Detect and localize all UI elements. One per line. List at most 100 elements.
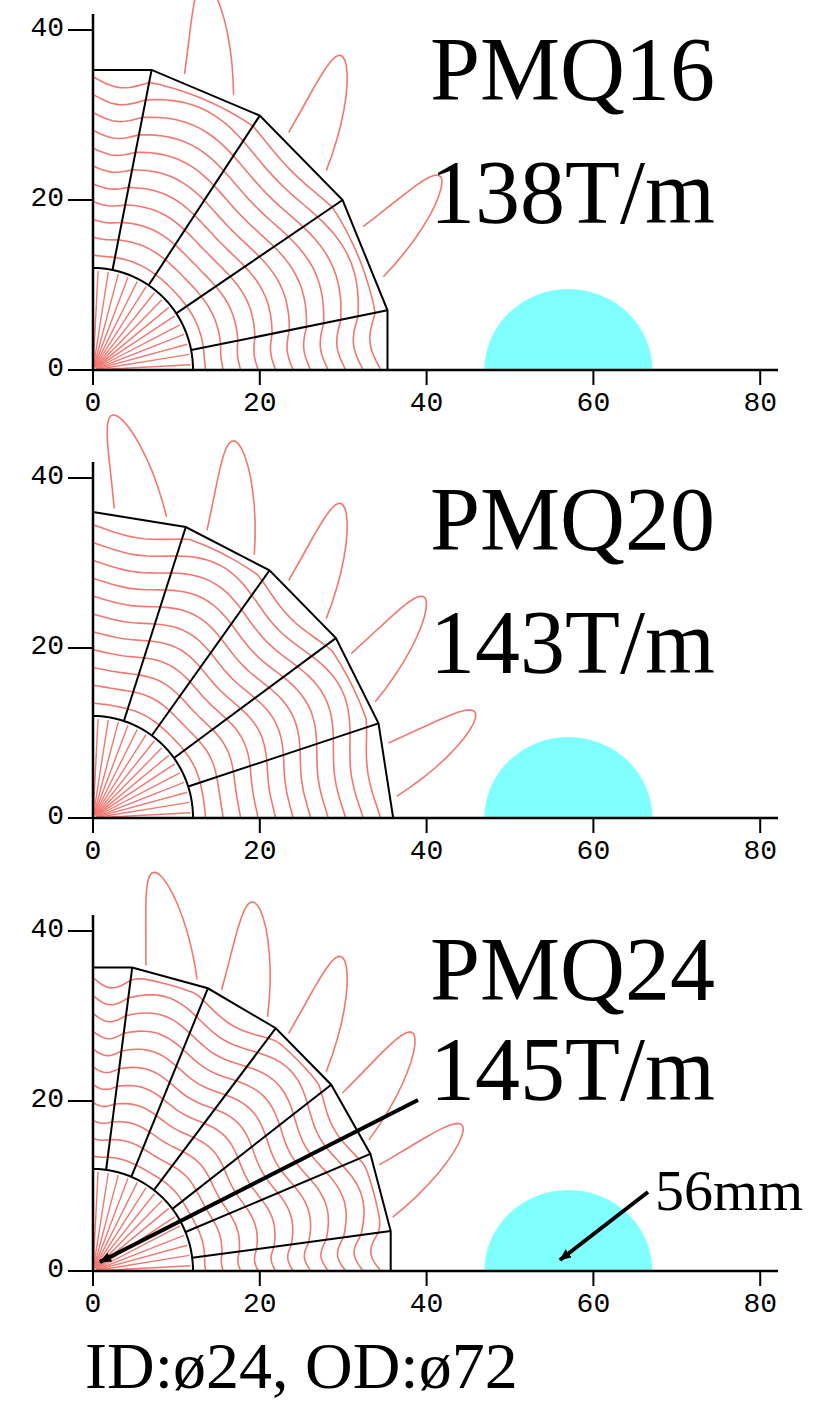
- leader-line: [100, 1100, 418, 1262]
- segment-boundary: [154, 1028, 276, 1190]
- segment-boundary: [172, 1085, 331, 1209]
- y-tick-label: 0: [47, 803, 64, 831]
- field-line: [337, 320, 346, 370]
- field-line: [233, 156, 303, 227]
- magnet-name: PMQ24: [430, 925, 715, 1015]
- field-line: [318, 217, 359, 316]
- x-tick: [426, 818, 428, 833]
- magnet-outline: [93, 968, 391, 1271]
- field-line: [205, 1256, 206, 1271]
- field-line: [93, 560, 171, 573]
- field-line: [312, 656, 350, 733]
- x-tick: [592, 1271, 594, 1286]
- field-line: [143, 1149, 172, 1166]
- y-tick-label: 20: [30, 633, 64, 661]
- y-tick: [68, 29, 93, 31]
- field-line: [93, 632, 149, 641]
- x-axis: [93, 817, 778, 820]
- field-line: [366, 727, 380, 818]
- field-line: [280, 1125, 311, 1179]
- field-line: [155, 624, 211, 653]
- field-line: [93, 1121, 112, 1124]
- field-line: [253, 126, 332, 207]
- bore-field-line: [95, 748, 162, 816]
- field-line: [226, 1095, 266, 1136]
- bore-field-line: [95, 729, 138, 815]
- x-tick-label: 20: [243, 1291, 277, 1319]
- field-line: [93, 596, 160, 607]
- field-line: [245, 267, 272, 334]
- field-line: [201, 296, 220, 344]
- stray-field-loop: [146, 872, 197, 979]
- field-line: [297, 667, 333, 739]
- field-line: [93, 1067, 119, 1073]
- field-line: [200, 783, 206, 819]
- y-tick: [68, 1100, 93, 1102]
- field-line: [115, 1104, 157, 1116]
- x-tick: [592, 818, 594, 833]
- field-line: [139, 675, 180, 696]
- x-tick: [426, 370, 428, 385]
- stray-field-loop: [289, 956, 347, 1071]
- field-line: [142, 117, 233, 156]
- field-line: [93, 996, 128, 1005]
- segment-boundary: [174, 638, 336, 758]
- field-line: [93, 650, 144, 658]
- dimension-label: 56mm: [655, 1162, 803, 1220]
- field-line: [160, 607, 221, 639]
- x-tick-label: 40: [410, 838, 444, 866]
- field-line: [126, 1013, 190, 1033]
- magnet-outline: [93, 512, 393, 818]
- y-tick: [68, 1270, 93, 1272]
- field-line: [211, 653, 255, 698]
- segment-boundary: [191, 310, 387, 350]
- field-line: [185, 230, 231, 276]
- field-line: [118, 240, 165, 260]
- field-line: [327, 1172, 347, 1237]
- field-line: [238, 1251, 241, 1271]
- field-line: [333, 738, 345, 818]
- field-line: [93, 1138, 110, 1140]
- x-tick-label: 20: [243, 838, 277, 866]
- segment-boundary: [152, 570, 270, 735]
- field-line: [93, 255, 115, 257]
- segment-boundary: [176, 200, 342, 313]
- field-line: [93, 148, 136, 155]
- field-line: [289, 237, 324, 323]
- field-line: [241, 709, 267, 761]
- field-line: [227, 719, 250, 766]
- field-line: [93, 703, 128, 709]
- y-tick-label: 40: [30, 916, 64, 944]
- x-tick: [592, 370, 594, 385]
- stray-field-loop: [185, 0, 234, 95]
- field-line: [108, 1157, 136, 1165]
- field-line: [176, 1066, 225, 1095]
- field-line: [156, 1116, 193, 1138]
- field-line: [271, 1247, 276, 1271]
- field-line: [93, 543, 177, 557]
- y-axis: [92, 462, 95, 818]
- segment-boundary: [113, 70, 152, 270]
- gradient-value: 143T/m: [430, 598, 715, 688]
- field-line: [229, 1213, 239, 1251]
- y-tick: [68, 199, 93, 201]
- field-line: [93, 202, 125, 206]
- y-axis: [92, 14, 95, 370]
- field-line: [359, 1159, 380, 1233]
- field-line: [215, 1109, 252, 1147]
- x-tick-label: 60: [577, 1291, 611, 1319]
- field-line: [93, 578, 166, 590]
- field-line: [300, 749, 311, 818]
- field-line: [166, 590, 232, 624]
- field-line: [310, 1179, 328, 1239]
- segment-boundary: [131, 988, 208, 1177]
- y-tick: [68, 930, 93, 932]
- stray-field-loop: [351, 596, 426, 702]
- field-line: [183, 1050, 236, 1081]
- bore-outline: [93, 716, 193, 818]
- field-line: [190, 682, 227, 719]
- field-line: [177, 556, 252, 595]
- segment-boundary: [188, 723, 378, 786]
- field-line: [283, 755, 293, 818]
- y-tick-label: 40: [30, 463, 64, 491]
